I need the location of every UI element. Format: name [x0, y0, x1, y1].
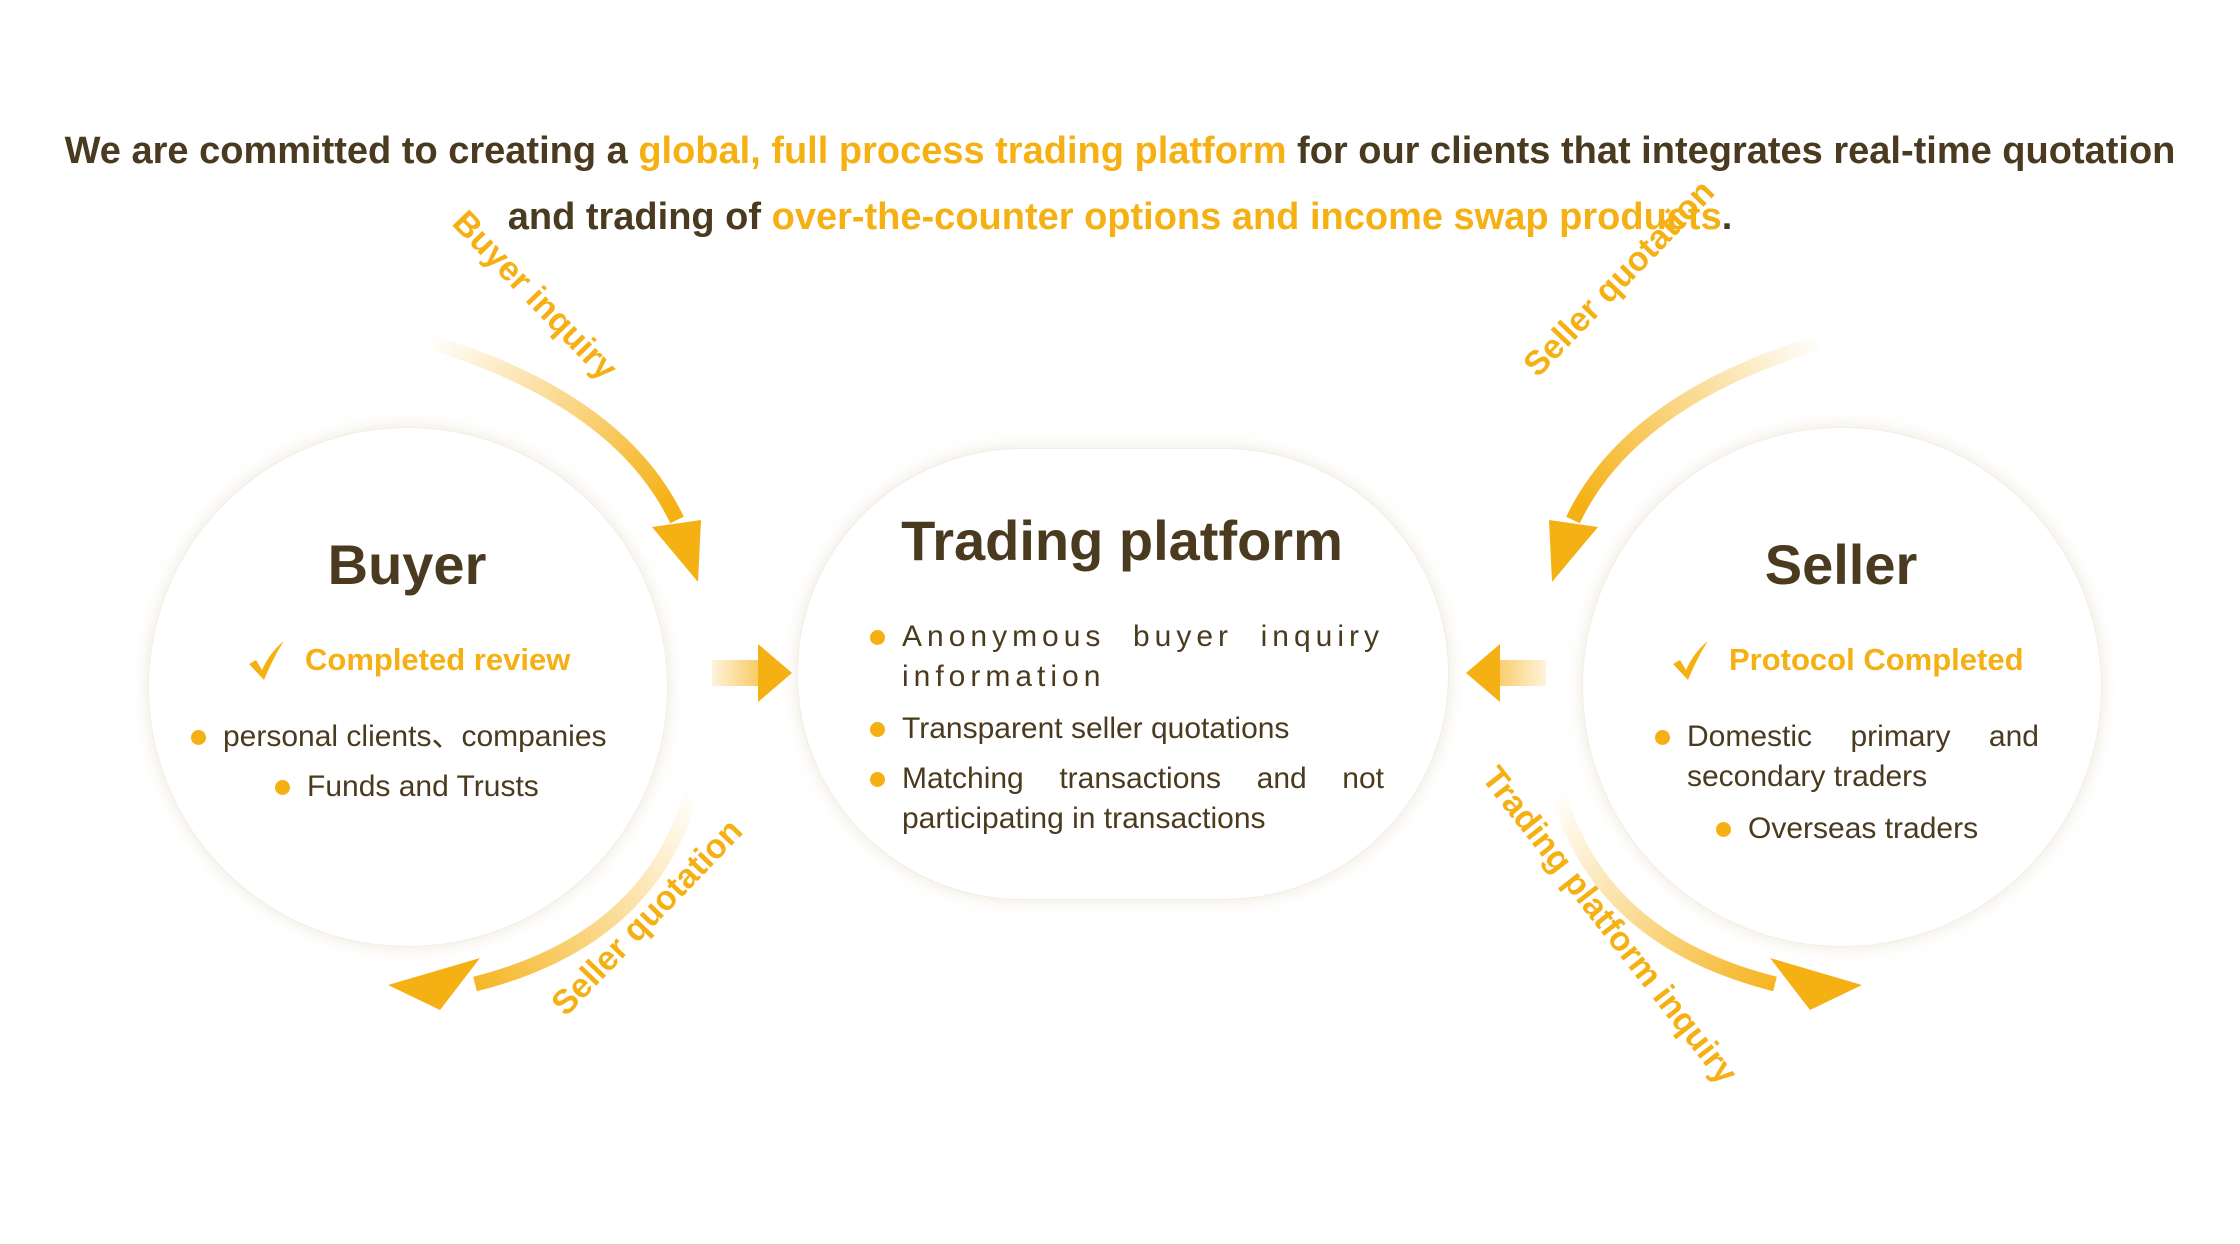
- headline-text: .: [1721, 196, 1733, 238]
- bullet-dot: [1716, 822, 1731, 837]
- headline-line-2: and trading of over-the-counter options …: [0, 184, 2240, 250]
- buyer-title: Buyer: [327, 533, 487, 596]
- buyer-item: Funds and Trusts: [307, 770, 539, 803]
- platform-inquiry-arrow: [1550, 789, 1862, 1010]
- checkmark-icon: [249, 641, 284, 680]
- seller-to-platform-arrow: [1466, 644, 1546, 702]
- seller-quotation-bottom-arrow: [388, 789, 700, 1010]
- headline-text: We are committed to creating a: [64, 130, 639, 172]
- seller-quotation-bottom-label: Seller quotation: [544, 812, 750, 1023]
- headline-highlight: over-the-counter options and income swap…: [771, 196, 1722, 238]
- headline-line-1: We are committed to creating a global, f…: [0, 118, 2240, 184]
- bullet-dot: [870, 630, 885, 645]
- platform-panel: [797, 448, 1449, 900]
- seller-quotation-top-arrow: [1549, 334, 1823, 582]
- buyer-inquiry-arrow: [427, 334, 701, 582]
- bullet-dot: [870, 772, 885, 787]
- buyer-status: Completed review: [305, 642, 571, 677]
- seller-quotation-top-label: Seller quotation: [1516, 173, 1722, 384]
- headline-highlight: global, full process trading platform: [638, 130, 1287, 172]
- headline: We are committed to creating a global, f…: [0, 118, 2240, 250]
- headline-text: for our clients that integrates real-tim…: [1286, 130, 2176, 172]
- bullet-dot: [191, 730, 206, 745]
- bullet-dot: [1655, 730, 1670, 745]
- checkmark-icon: [1673, 641, 1708, 680]
- seller-circle: [1582, 427, 2102, 947]
- platform-item: Anonymous buyer inquiry information: [902, 620, 1384, 693]
- platform-title: Trading platform: [901, 509, 1343, 572]
- buyer-item: personal clients、companies: [223, 720, 607, 753]
- platform-item: Matching transactions and not participat…: [902, 762, 1384, 835]
- bullet-dot: [870, 722, 885, 737]
- seller-title: Seller: [1764, 533, 1918, 596]
- bullet-dot: [275, 780, 290, 795]
- platform-item: Transparent seller quotations: [902, 712, 1290, 745]
- buyer-to-platform-arrow: [712, 644, 792, 702]
- headline-text: and trading of: [507, 196, 772, 238]
- seller-item: Domestic primary and secondary traders: [1687, 720, 2039, 793]
- seller-status: Protocol Completed: [1729, 642, 2024, 677]
- buyer-circle: [148, 427, 668, 947]
- seller-item: Overseas traders: [1748, 812, 1979, 845]
- platform-inquiry-label: Trading platform inquiry: [1474, 759, 1745, 1091]
